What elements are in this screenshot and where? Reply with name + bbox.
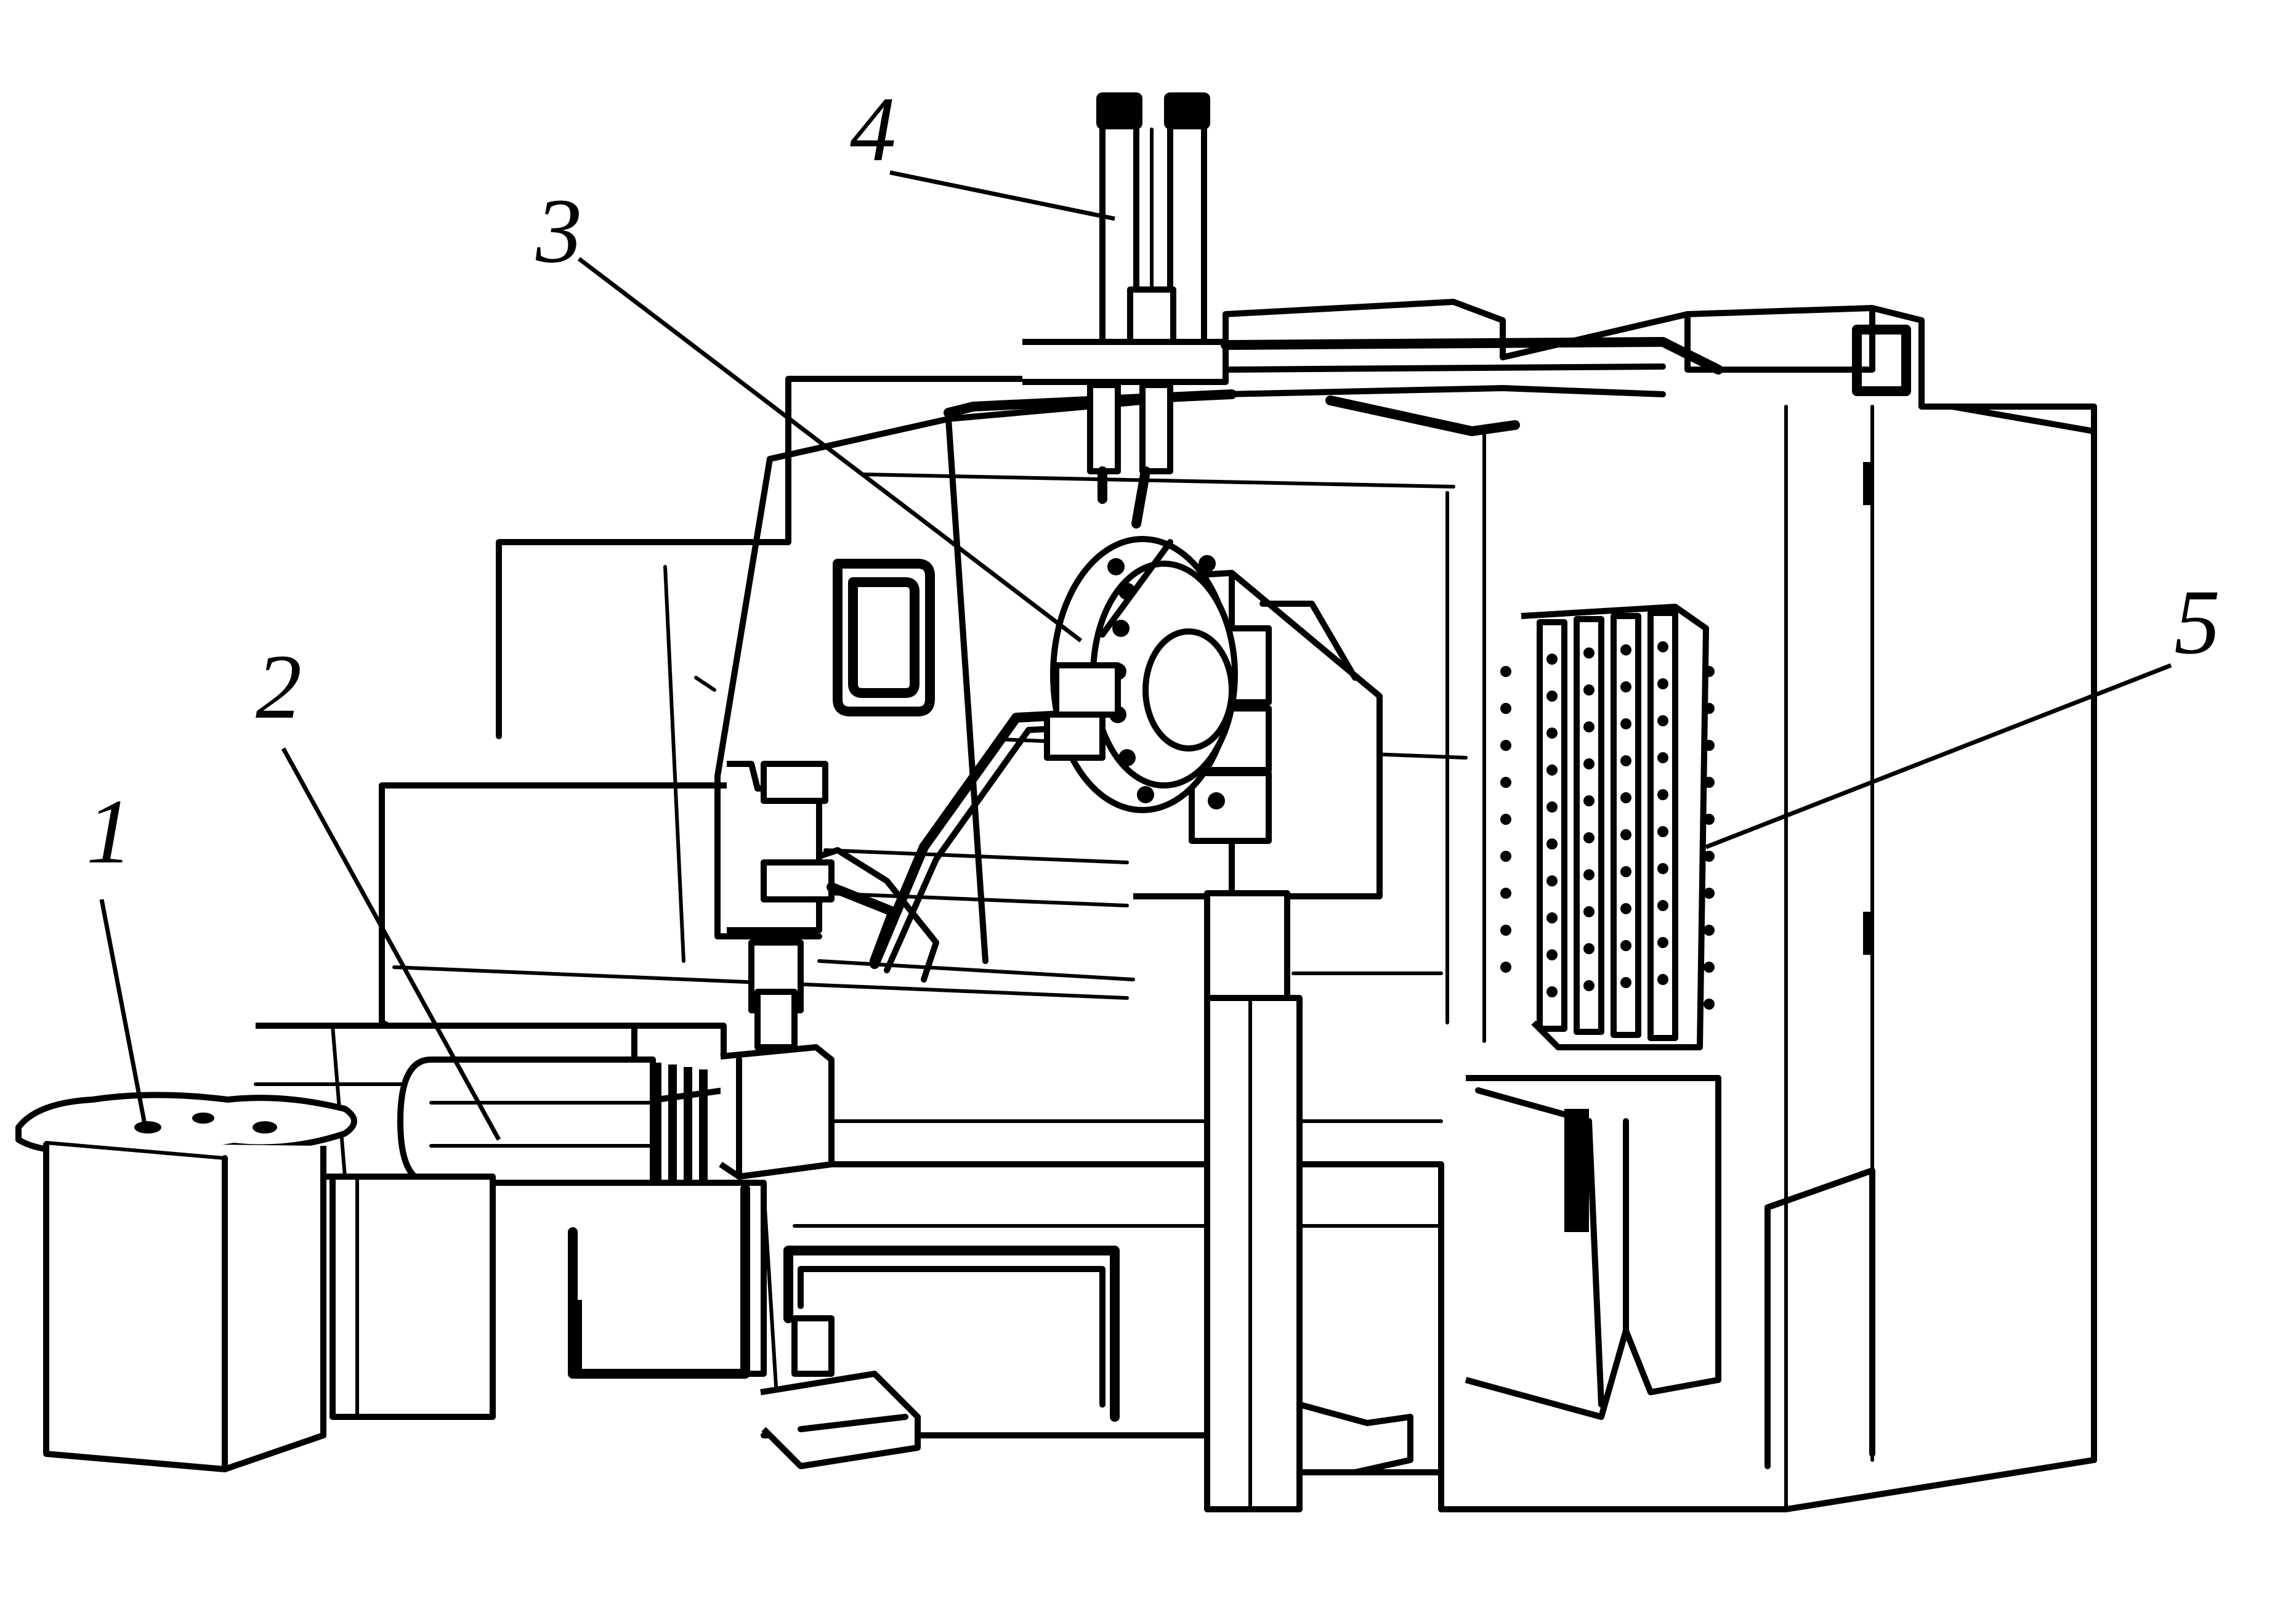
callout-labels: 1 2 3 4 5 — [86, 78, 2220, 883]
tool-holder-grid — [1500, 641, 1715, 1010]
tool-magazine — [1465, 604, 1721, 1420]
callout-1: 1 — [86, 781, 132, 883]
leader-4 — [889, 170, 1115, 221]
left-pedestal — [329, 1174, 496, 1420]
leader-1 — [99, 899, 147, 1125]
leader-5 — [1705, 663, 2172, 850]
workpiece-bin — [15, 1092, 357, 1472]
machine-housing — [496, 299, 2097, 1512]
carriage — [727, 761, 939, 1050]
leader-2 — [281, 747, 501, 1141]
foot-pedal — [760, 1315, 921, 1469]
callout-2: 2 — [256, 636, 302, 738]
callout-5: 5 — [2174, 571, 2220, 673]
gantry-loader — [1022, 92, 1723, 529]
turret-chuck — [1044, 536, 1238, 813]
callout-4: 4 — [850, 78, 896, 180]
leader-3 — [577, 257, 1083, 643]
callout-leaders — [99, 170, 2172, 1141]
callout-3: 3 — [535, 180, 582, 282]
headstock-motor — [254, 1023, 835, 1388]
